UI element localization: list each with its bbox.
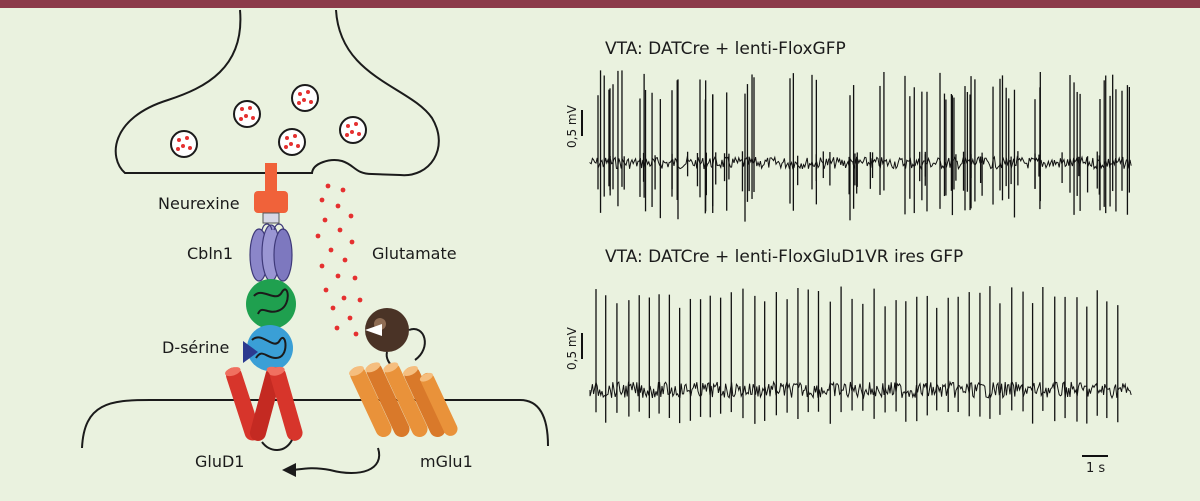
glud1-blue-domain <box>247 325 293 371</box>
trace-area <box>581 70 1132 457</box>
neurexine-protein <box>254 163 288 224</box>
glud1-green-domain <box>246 279 296 329</box>
cbln1-label: Cbln1 <box>187 244 234 263</box>
top-trace-title: VTA: DATCre + lenti-FloxGFP <box>605 39 846 59</box>
figure-canvas: Neurexine Cbln1 Glutamate D-sérine GluD1… <box>0 8 1200 501</box>
top-accent-bar <box>0 0 1200 8</box>
glud1-receptor <box>225 366 303 451</box>
glutamate-label: Glutamate <box>372 244 457 263</box>
mglu1-label: mGlu1 <box>420 452 473 471</box>
trace-noise <box>589 155 1132 171</box>
glutamate-molecules <box>315 183 363 337</box>
vesicle-2 <box>233 100 261 128</box>
mglu1-receptor <box>349 362 458 438</box>
signaling-arrow <box>282 447 381 477</box>
synaptic-vesicles <box>170 84 367 158</box>
presynaptic-terminal <box>114 9 440 177</box>
glud1-label: GluD1 <box>195 452 245 471</box>
d-serine-ligand <box>243 341 258 363</box>
neurexine-label: Neurexine <box>158 194 240 213</box>
d-serine-label: D-sérine <box>162 338 230 357</box>
top-amplitude-scale-label: 0,5 mV <box>565 105 579 148</box>
postsynaptic-membrane <box>81 399 549 449</box>
vesicle-4 <box>278 128 306 156</box>
vesicle-1 <box>170 130 198 158</box>
time-scale-label: 1 s <box>1086 461 1106 476</box>
mglu1-ligand-domain <box>365 308 426 371</box>
top-recording-trace <box>589 70 1132 222</box>
bottom-amplitude-scale-label: 0,5 mV <box>565 327 579 370</box>
bottom-recording-trace <box>589 286 1132 424</box>
vesicle-3 <box>291 84 319 112</box>
trace-noise <box>589 380 1132 400</box>
synapse-diagram <box>81 9 549 477</box>
vesicle-5 <box>339 116 367 144</box>
bottom-trace-title: VTA: DATCre + lenti-FloxGluD1VR ires GFP <box>605 247 964 267</box>
